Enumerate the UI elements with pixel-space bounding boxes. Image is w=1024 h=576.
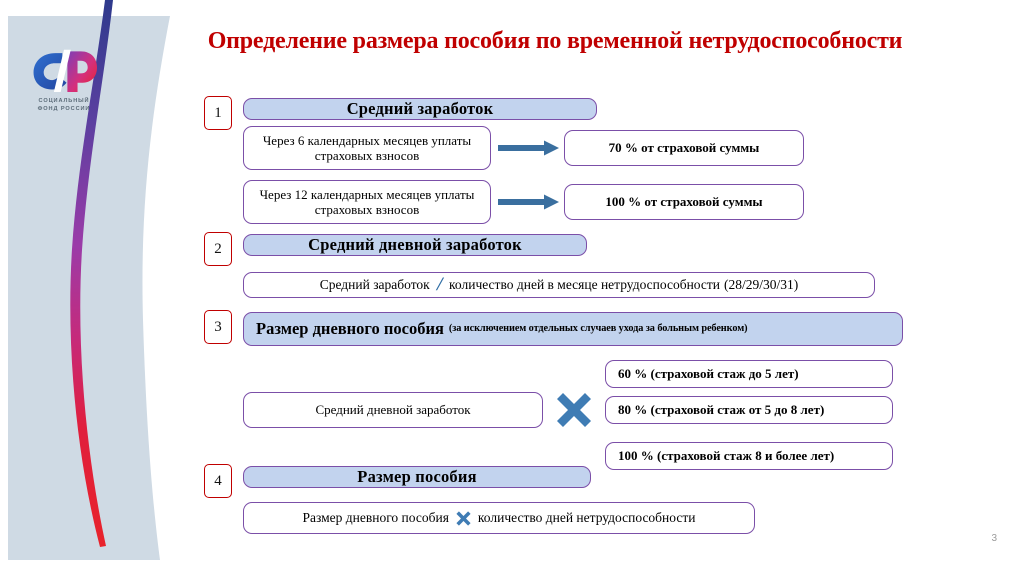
section-1-heading: Средний заработок <box>243 98 597 120</box>
section-1-condition-2: Через 12 календарных месяцев уплаты стра… <box>243 180 491 224</box>
multiply-icon <box>557 393 591 427</box>
section-3-heading-sub: (за исключением отдельных случаев ухода … <box>448 322 748 334</box>
section-4-formula-right: количество дней нетрудоспособности <box>477 510 696 526</box>
step-number-2: 2 <box>204 232 232 266</box>
section-3-rate-3: 100 % (страховой стаж 8 и более лет) <box>605 442 893 470</box>
section-1-condition-1: Через 6 календарных месяцев уплаты страх… <box>243 126 491 170</box>
section-4-heading: Размер пособия <box>243 466 591 488</box>
section-2-formula-right: количество дней в месяце нетрудоспособно… <box>449 277 721 293</box>
section-3-operand: Средний дневной заработок <box>243 392 543 428</box>
sfr-logo-caption: СОЦИАЛЬНЫЙ ФОНД РОССИИ <box>37 98 91 112</box>
step-number-3: 3 <box>204 310 232 344</box>
section-3-rate-2: 80 % (страховой стаж от 5 до 8 лет) <box>605 396 893 424</box>
section-3-heading-main: Размер дневного пособия <box>256 319 444 339</box>
section-2-formula: Средний заработок / количество дней в ме… <box>243 272 875 298</box>
section-2-heading: Средний дневной заработок <box>243 234 587 256</box>
section-3-heading: Размер дневного пособия (за исключением … <box>243 312 903 346</box>
sfr-logo-icon <box>33 49 97 92</box>
sfr-logo-block: СОЦИАЛЬНЫЙ ФОНД РОССИИ <box>18 48 110 113</box>
section-3-rate-1: 60 % (страховой стаж до 5 лет) <box>605 360 893 388</box>
step-number-1: 1 <box>204 96 232 130</box>
page-number: 3 <box>991 533 997 544</box>
section-2-formula-note: (28/29/30/31) <box>724 277 799 293</box>
slide-title: Определение размера пособия по временной… <box>207 28 903 54</box>
arrow-right-2 <box>498 194 559 210</box>
step-number-4: 4 <box>204 464 232 498</box>
section-1-result-1: 70 % от страховой суммы <box>564 130 804 166</box>
section-4-formula: Размер дневного пособия количество дней … <box>243 502 755 534</box>
multiply-small-icon <box>456 510 471 526</box>
section-2-formula-left: Средний заработок <box>319 277 430 293</box>
section-4-formula-left: Размер дневного пособия <box>302 510 449 526</box>
section-1-result-2: 100 % от страховой суммы <box>564 184 804 220</box>
arrow-right-1 <box>498 140 559 156</box>
divide-icon: / <box>434 273 445 295</box>
